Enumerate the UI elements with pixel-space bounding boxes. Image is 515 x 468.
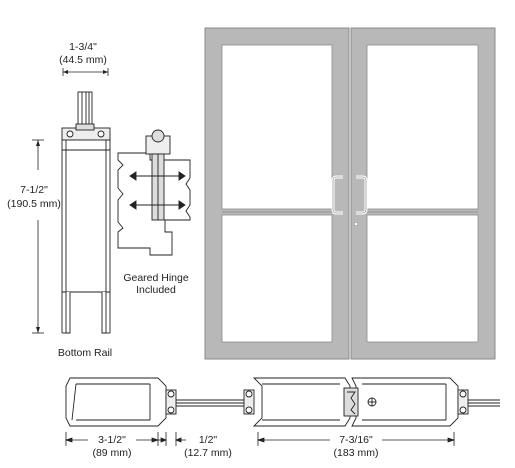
meeting-width-mm-label: (183 mm)	[334, 447, 379, 459]
meeting-width-label: 7-3/16"	[339, 434, 373, 446]
top-width-mm-label: (44.5 mm)	[59, 54, 107, 66]
hinge-label-line1: Geared Hinge	[123, 272, 189, 284]
right-door-upper-glass	[366, 44, 479, 210]
height-mm-label: (190.5 mm)	[7, 198, 61, 210]
height-dimension: 7-1/2" (190.5 mm)	[6, 139, 64, 334]
stile-width-mm-label: (89 mm)	[92, 447, 131, 459]
lock-cylinder	[353, 221, 359, 227]
gap-mm-label: (12.7 mm)	[184, 447, 232, 459]
top-width-label: 1-3/4"	[69, 41, 97, 53]
door-elevation	[204, 27, 496, 360]
hinge-label-line2: Included	[136, 284, 176, 296]
bottom-rail-section	[61, 91, 111, 334]
bottom-rail-label: Bottom Rail	[58, 347, 112, 359]
top-width-dimension: 1-3/4" (44.5 mm)	[59, 41, 109, 76]
stile-width-label: 3-1/2"	[98, 434, 126, 446]
geared-hinge-detail	[117, 129, 191, 256]
left-door-upper-glass	[221, 44, 333, 210]
height-label: 7-1/2"	[20, 184, 48, 196]
stile-plan-section	[65, 377, 232, 427]
left-door-lower-glass	[221, 214, 333, 343]
plan-dimensions	[64, 432, 456, 446]
meeting-stile-plan-section	[214, 377, 500, 427]
right-door-lower-glass	[366, 214, 479, 343]
gap-label: 1/2"	[199, 434, 218, 446]
